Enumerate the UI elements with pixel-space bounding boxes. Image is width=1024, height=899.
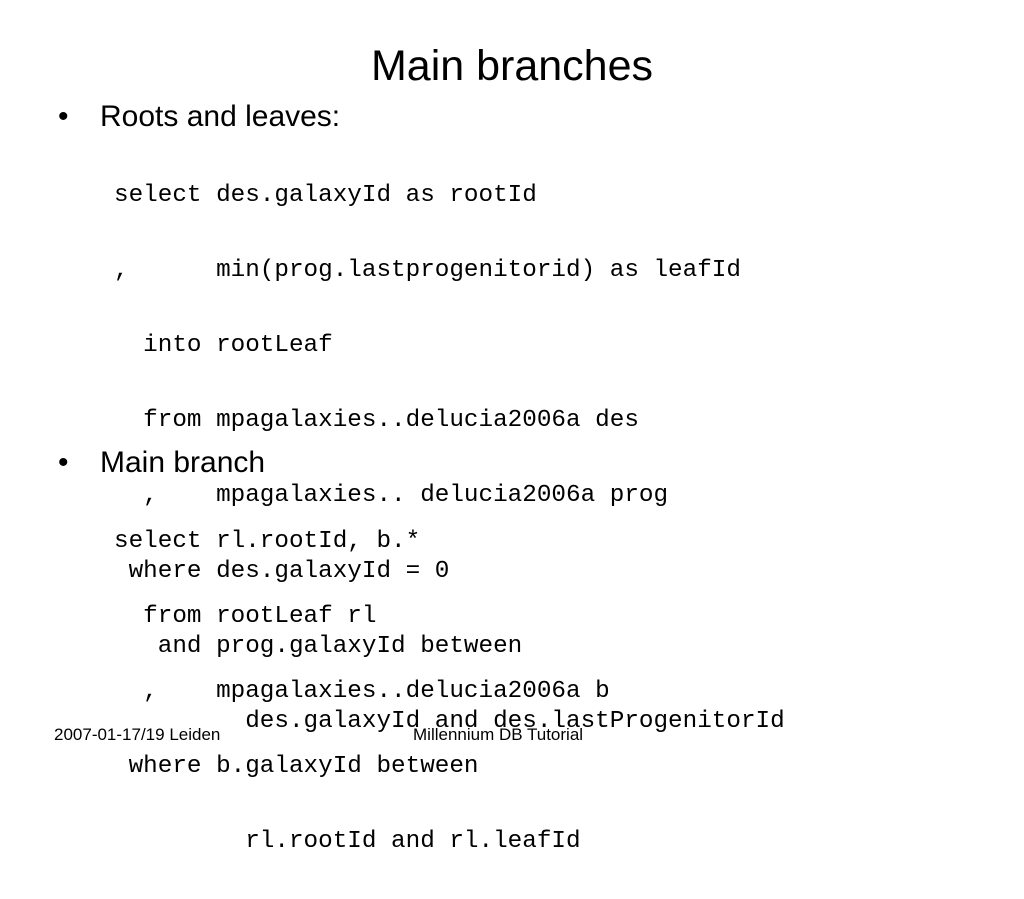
code-line: , mpagalaxies.. delucia2006a prog (114, 482, 669, 510)
code-line: select rl.rootId, b.* (114, 527, 421, 555)
footer-presentation-title: Millennium DB Tutorial (413, 725, 584, 744)
code-line: where b.galaxyId between (114, 753, 479, 781)
code-line: , mpagalaxies..delucia2006a b (114, 677, 610, 705)
bullet-heading: Roots and leaves: (100, 100, 341, 133)
code-line: rl.rootId and rl.leafId (114, 828, 581, 856)
bullet-heading: Main branch (100, 446, 266, 479)
code-line: and prog.galaxyId between (114, 632, 523, 660)
code-line: , min(prog.lastprogenitorid) as leafId (114, 256, 741, 284)
code-line: from mpagalaxies..delucia2006a des (114, 407, 639, 435)
bullet-dot-icon: • (58, 100, 69, 133)
code-line: select des.galaxyId as rootId (114, 181, 537, 209)
bullet-roots-and-leaves: • Roots and leaves: (58, 99, 340, 135)
slide-title: Main branches (370, 42, 654, 90)
footer-date-location: 2007-01-17/19 Leiden (54, 725, 221, 744)
code-block-main-branch: select rl.rootId, b.* from rootLeaf rl ,… (114, 485, 610, 899)
bullet-main-branch: • Main branch (58, 445, 265, 481)
code-line: des.galaxyId and des.lastProgenitorId (114, 707, 785, 735)
bullet-dot-icon: • (58, 446, 69, 479)
code-line: from rootLeaf rl (114, 602, 377, 630)
code-line: where des.galaxyId = 0 (114, 557, 450, 585)
code-line: into rootLeaf (114, 331, 333, 359)
code-block-roots-and-leaves: select des.galaxyId as rootId , min(prog… (114, 139, 785, 778)
